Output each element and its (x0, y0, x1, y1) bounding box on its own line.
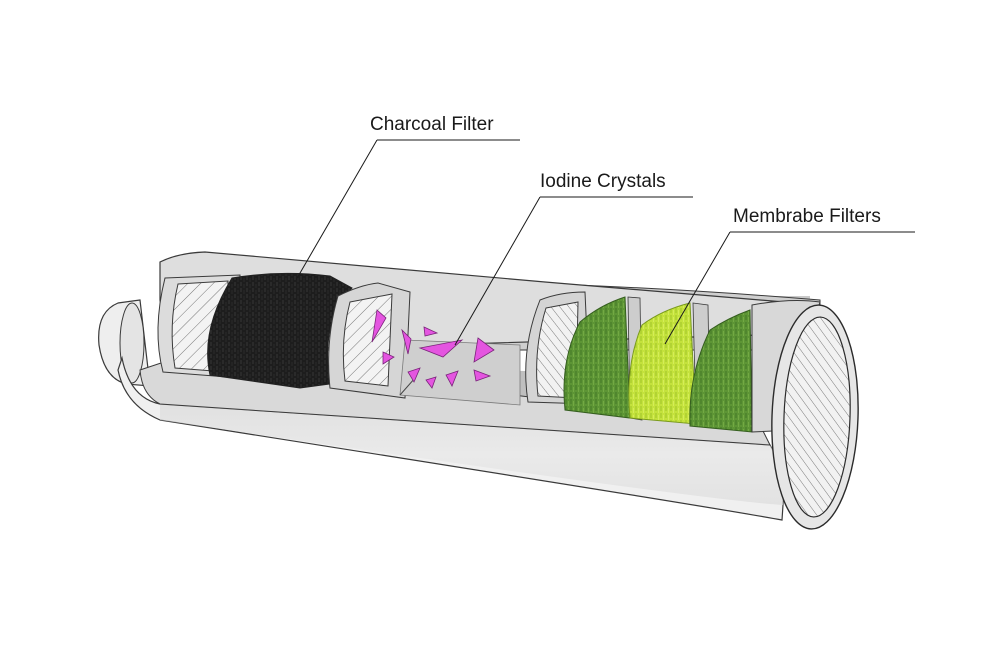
membrane-filters-label: Membrabe Filters (733, 206, 881, 227)
membrane-leader-line (664, 231, 731, 345)
middle-mesh-disc (328, 282, 411, 399)
charcoal-filter (207, 272, 353, 389)
charcoal-filter-label: Charcoal Filter (370, 114, 494, 135)
outlet-end-cap (751, 300, 859, 530)
iodine-leader-line (454, 196, 541, 346)
inlet-nozzle (98, 299, 151, 387)
iodine-crystals (371, 309, 495, 389)
charcoal-leader-line (295, 139, 378, 281)
leader-lines (295, 139, 915, 346)
iodine-crystals-label: Iodine Crystals (540, 171, 666, 192)
membrane-filters (563, 296, 753, 433)
